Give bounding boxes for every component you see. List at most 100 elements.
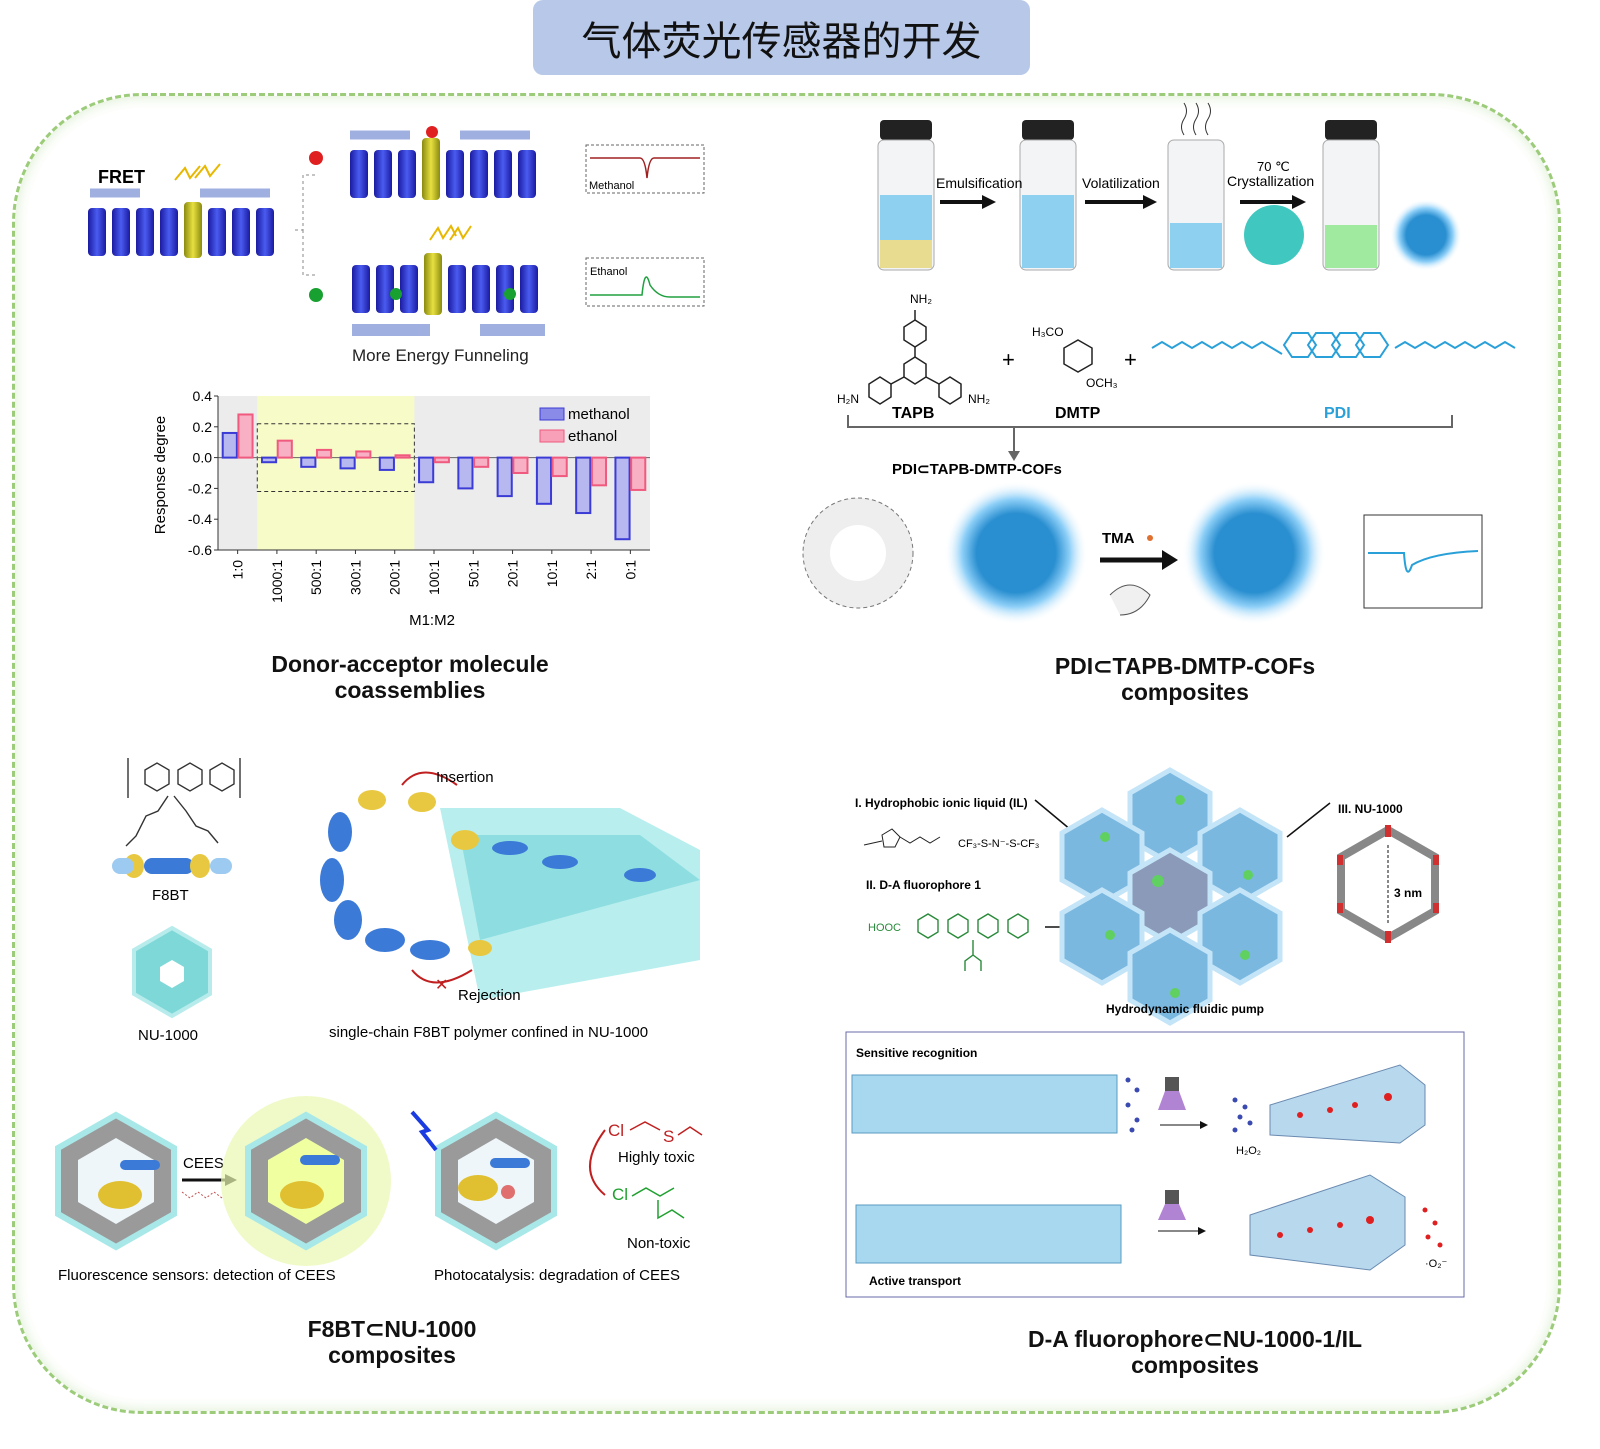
caption-line: D-A fluorophore⊂NU-1000-1/IL: [1027, 1326, 1363, 1352]
svg-text:Ethanol: Ethanol: [590, 266, 627, 278]
dmtp-structure: [1063, 339, 1093, 373]
bar-ethanol-0:1: [630, 456, 647, 491]
ethanol-dot: [309, 288, 323, 302]
caption-f8bt-composites: F8BT⊂NU-1000 composites: [192, 1316, 592, 1368]
y-tick-label: 0.4: [193, 388, 213, 404]
label-pdi: PDI: [1324, 405, 1351, 422]
uv-lamp-icon: [1165, 1190, 1179, 1204]
bar-methanol-200:1: [378, 456, 395, 471]
branch-arrow: [295, 174, 318, 276]
step-crystallization: Crystallization: [1227, 173, 1314, 189]
svg-text:Methanol: Methanol: [589, 180, 634, 192]
label-dmtp: DMTP: [1055, 405, 1101, 422]
legend-label-methanol: methanol: [568, 406, 630, 423]
bar-ethanol-200:1: [394, 454, 411, 459]
label-tapb: TAPB: [892, 405, 934, 422]
fret-label: FRET: [98, 167, 145, 187]
channel-cone-top: [1269, 1064, 1426, 1144]
channel-top: [851, 1074, 1118, 1134]
x-tick-label: 1:0: [230, 560, 246, 580]
bar-methanol-1000:1: [260, 456, 278, 464]
caption-line: coassemblies: [334, 677, 486, 703]
caption-line: Donor-acceptor molecule: [271, 651, 549, 677]
fluorophore-structure: [917, 913, 1029, 971]
sensor-hexagon-after: [221, 1096, 391, 1266]
bar-ethanol-1:0: [237, 413, 254, 459]
bar-ethanol-300:1: [355, 450, 372, 459]
label-photo-caption: Photocatalysis: degradation of CEES: [434, 1267, 680, 1284]
tapb-nh2-top: NH₂: [910, 292, 932, 306]
caption-da-composites: D-A fluorophore⊂NU-1000-1/IL composites: [995, 1326, 1395, 1378]
channel-bottom: [855, 1204, 1122, 1264]
honeycomb-pump: [1059, 767, 1283, 1026]
bar-ethanol-50:1: [473, 456, 490, 468]
bar-methanol-2:1: [575, 456, 592, 515]
caption-line: composites: [1131, 1352, 1259, 1378]
pdi-structure: [1151, 332, 1516, 358]
response-inset: [1363, 514, 1483, 609]
caption-line: PDI⊂TAPB-DMTP-COFs: [1054, 653, 1316, 679]
methanol-dot: [309, 151, 323, 165]
x-tick-label: 2:1: [583, 560, 599, 580]
vial-3: [1167, 102, 1225, 271]
bar-methanol-500:1: [300, 456, 317, 468]
label-non-toxic: Non-toxic: [627, 1235, 691, 1252]
bar-methanol-20:1: [496, 456, 513, 498]
light-bolt-icon: [410, 1110, 438, 1152]
bar-methanol-300:1: [339, 456, 356, 470]
ceeso-cl: Cl: [612, 1185, 628, 1204]
svg-text:✕: ✕: [435, 977, 448, 994]
tapb-h2n: H₂N: [837, 392, 859, 406]
dashed-frame: [12, 93, 1561, 1414]
step-temperature: 70 ℃: [1257, 159, 1290, 174]
product-label: PDI⊂TAPB-DMTP-COFs: [892, 461, 1062, 478]
legend-swatch-methanol: [539, 407, 565, 421]
x-tick-label: 200:1: [387, 560, 403, 595]
x-tick-label: 0:1: [622, 560, 638, 580]
cof-sphere-sensing: [1182, 481, 1326, 625]
donor-stack-left: [88, 163, 274, 258]
h2o2-dots: [1232, 1097, 1253, 1133]
bar-ethanol-1000:1: [276, 439, 293, 459]
f8bt-schematic: F8BT NU-1000 ✕ Insertion Rejection singl…: [55, 758, 703, 1284]
label-fluorophore: II. D-A fluorophore 1: [866, 878, 981, 892]
label-pore-size: 3 nm: [1394, 886, 1422, 900]
cees-s: S: [663, 1127, 674, 1146]
page-title: 气体荧光传感器的开发: [533, 0, 1030, 75]
arrow-right: [1198, 1227, 1206, 1235]
y-tick-label: -0.6: [188, 542, 212, 558]
step-emulsification: Emulsification: [936, 175, 1022, 191]
bar-methanol-10:1: [535, 456, 553, 505]
label-cees: CEES: [183, 1155, 224, 1172]
cees-cl: Cl: [608, 1121, 624, 1140]
cof-sphere: [944, 481, 1088, 625]
photocatalysis-hexagon: [410, 1110, 557, 1251]
label-f8bt: F8BT: [152, 887, 189, 904]
arrow-nu1000: [1286, 802, 1331, 838]
f8bt-structure: [125, 758, 241, 847]
y-axis-label: Response degree: [152, 416, 169, 534]
cees-molecule: [181, 1191, 223, 1199]
bar-ethanol-2:1: [590, 456, 608, 487]
caption-donor-acceptor: Donor-acceptor molecule coassemblies: [210, 651, 610, 703]
dmtp-h3co: H₃CO: [1032, 325, 1064, 339]
polymer-insertion: ✕: [320, 771, 700, 1000]
degradation-arrow: [589, 1129, 606, 1196]
bar-ethanol-20:1: [512, 456, 529, 474]
x-tick-label: 300:1: [347, 560, 363, 595]
fluidic-pump-schematic: I. Hydrophobic ionic liquid (IL) CF₃-S-N…: [845, 767, 1465, 1298]
sensor-hexagon-before: [55, 1111, 177, 1251]
tapb-structure: [868, 310, 962, 405]
reaction-dots-top: [1297, 1093, 1392, 1118]
arrow-emulsification: [982, 195, 996, 209]
vial-1: [877, 120, 935, 271]
tapb-nh2-right: NH₂: [968, 392, 990, 406]
fret-schematic: FRET More Energy Funneling Methanol: [88, 126, 705, 365]
label-active-transport: Active transport: [869, 1274, 961, 1288]
legend-swatch-ethanol: [539, 429, 565, 443]
imidazolium-structure: [881, 828, 901, 848]
bar-ethanol-10:1: [551, 456, 568, 478]
label-rejection: Rejection: [458, 987, 521, 1004]
cof-sphere-glow: [1390, 199, 1462, 271]
